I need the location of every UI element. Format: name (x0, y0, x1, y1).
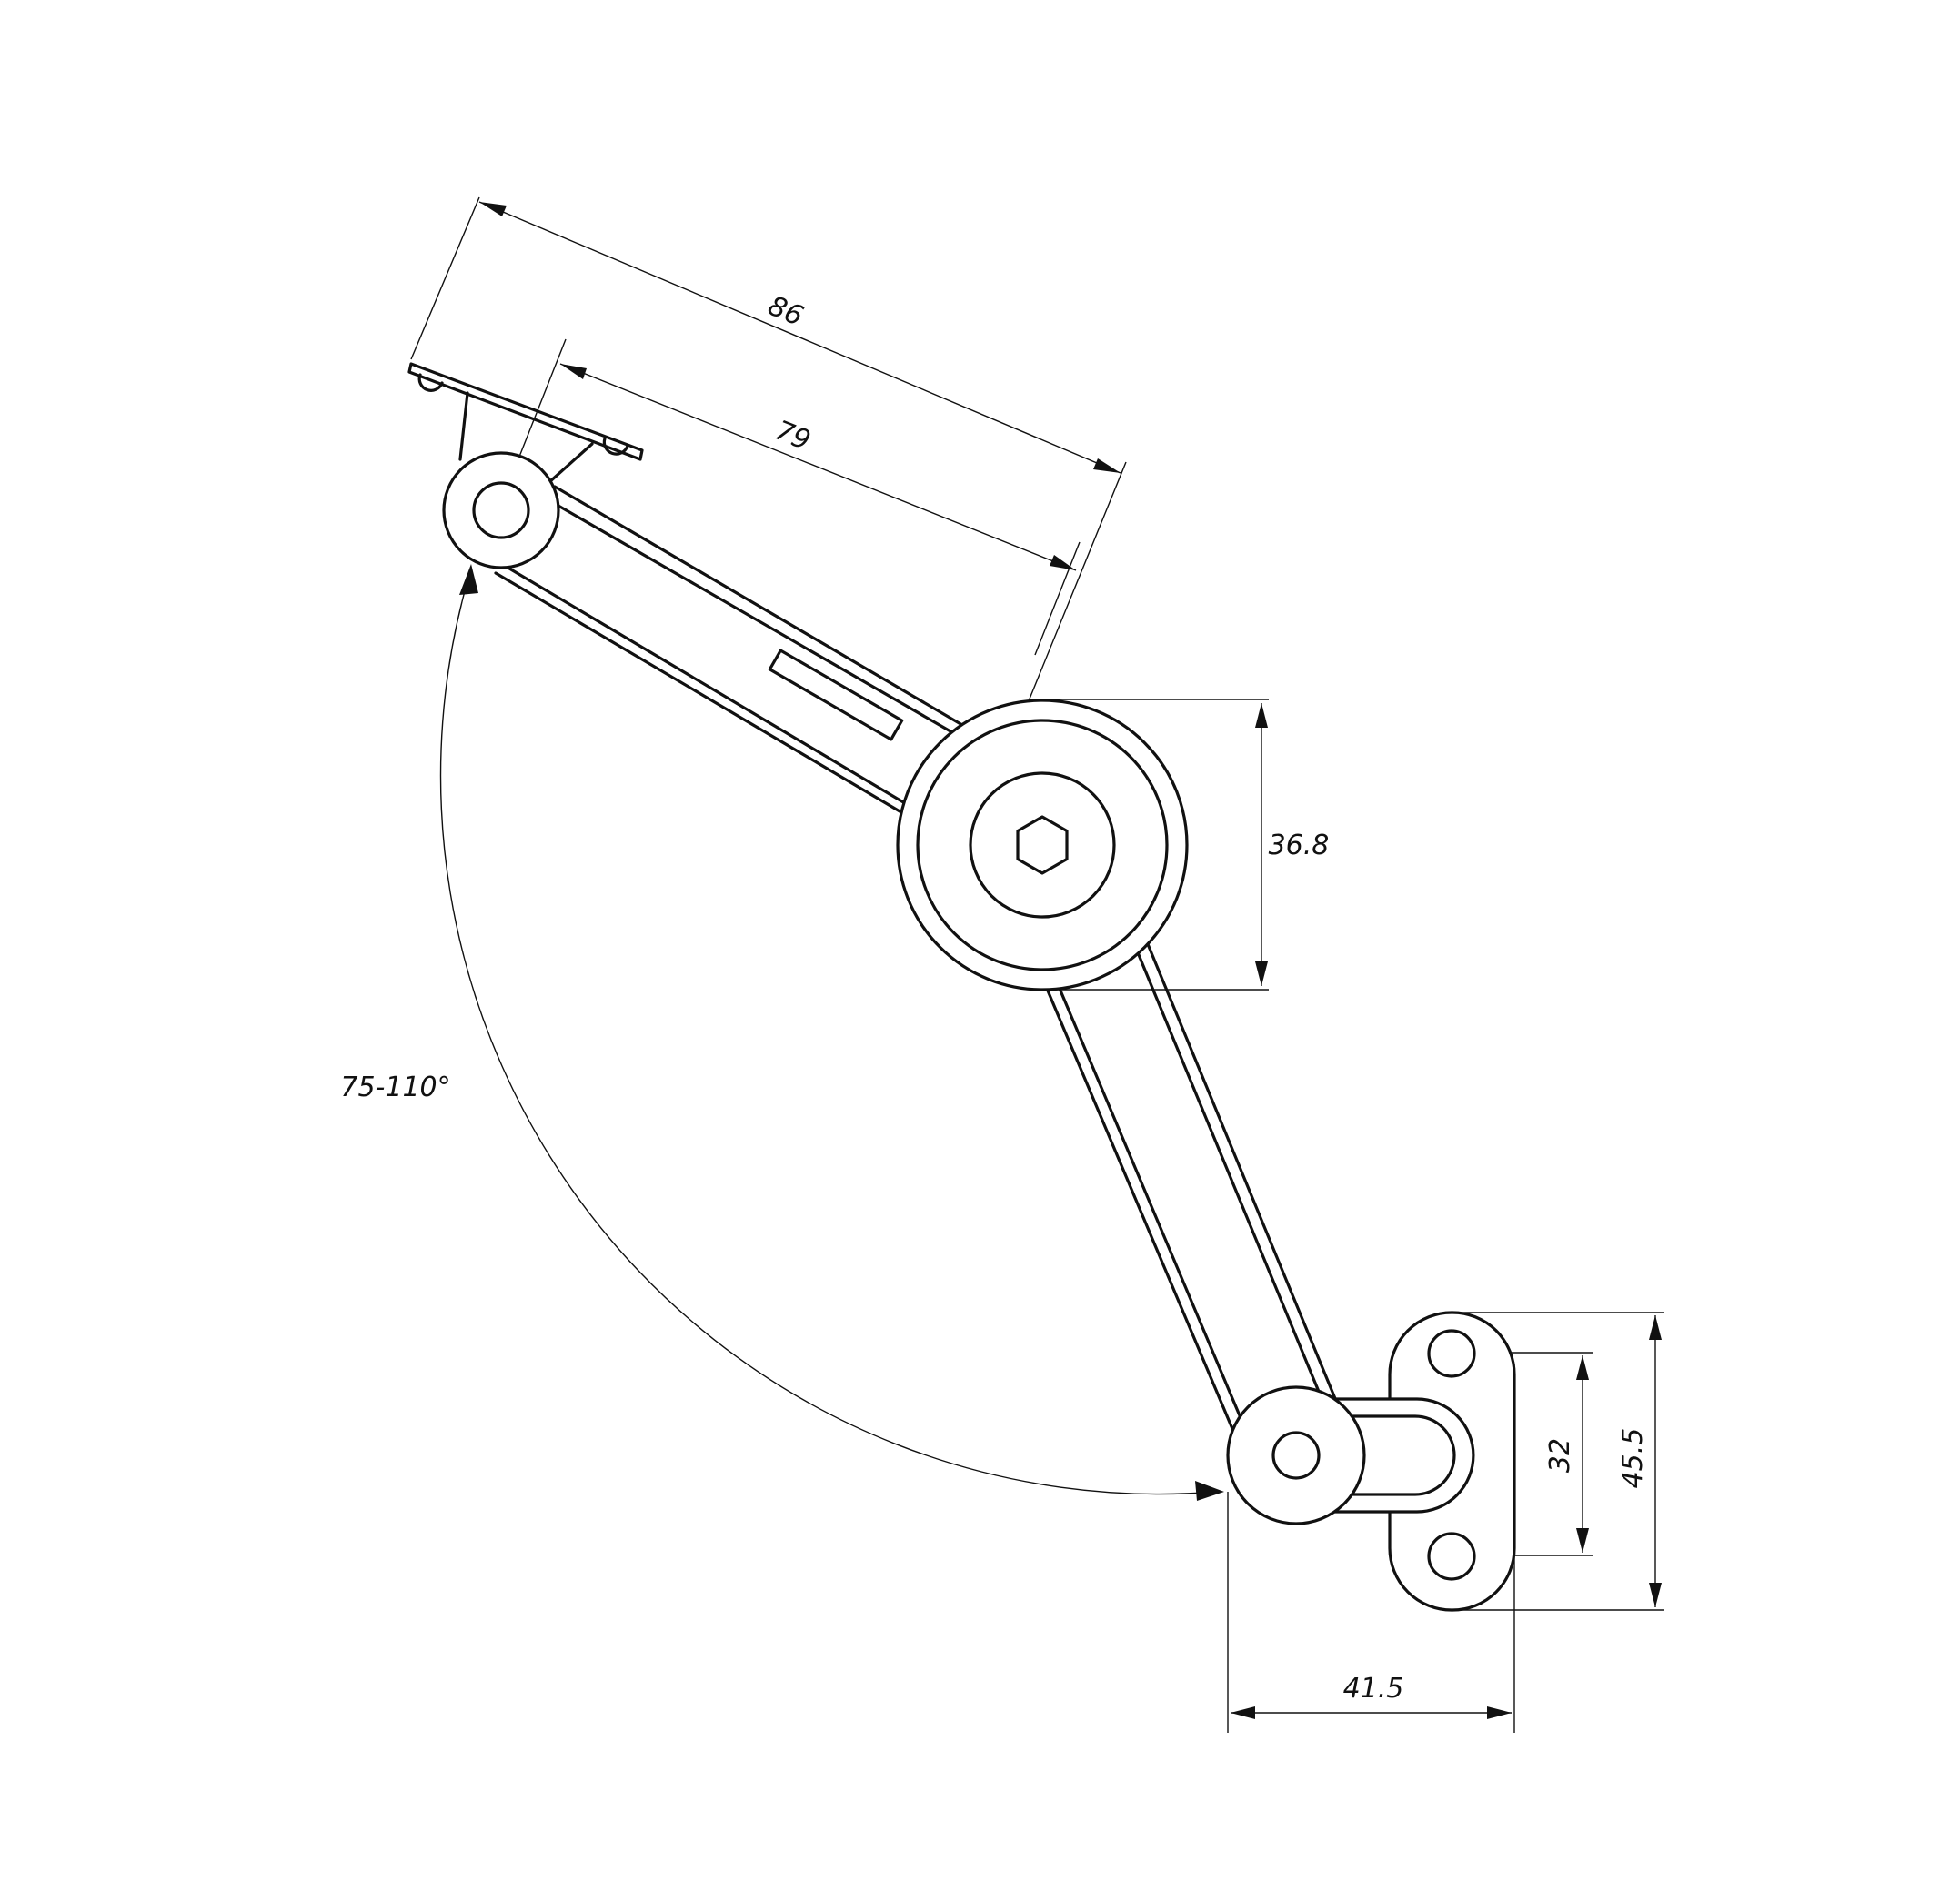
opening-angle-label: 75-110° (340, 1072, 450, 1103)
dimension-45-5: 45.5 (1451, 1312, 1664, 1611)
dimension-86: 86 (410, 196, 1127, 709)
dimension-36-8-label: 36.8 (1269, 830, 1330, 861)
top-mounting-plate (407, 362, 644, 484)
upper-arm (494, 485, 964, 817)
top-pivot (442, 451, 560, 569)
dimension-41-5: 41.5 (1227, 1364, 1515, 1733)
dimension-32-label: 32 (1544, 1438, 1576, 1473)
dimension-45-5-label: 45.5 (1617, 1428, 1649, 1489)
hex-socket (1016, 815, 1069, 875)
opening-angle-arc (439, 564, 1224, 1501)
dimension-36-8: 36.8 (1037, 699, 1330, 991)
dimension-79: 79 (501, 338, 1081, 656)
dimension-41-5-label: 41.5 (1343, 1673, 1404, 1705)
dimension-32: 32 (1451, 1352, 1593, 1556)
arm-slot (768, 649, 904, 741)
main-hub (896, 699, 1189, 991)
bottom-pivot (1226, 1385, 1366, 1525)
dimension-86-label: 86 (763, 290, 808, 333)
lower-arm (1043, 942, 1338, 1444)
